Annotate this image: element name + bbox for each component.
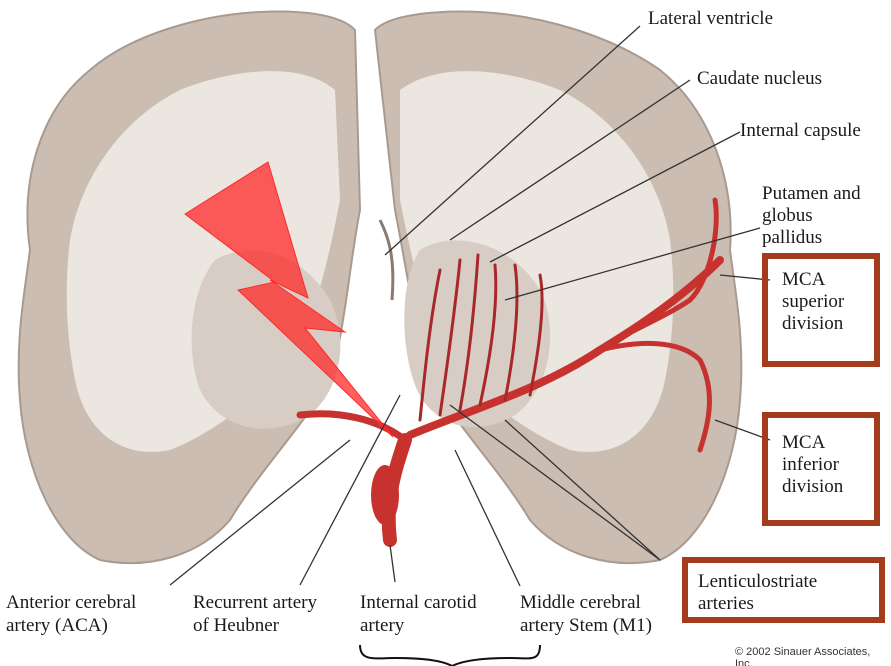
mca-inferior-line-2: inferior — [782, 454, 839, 475]
mca-superior-branch — [597, 197, 719, 353]
lenticulo-line-2: arteries — [698, 593, 754, 614]
bracket-shape — [359, 644, 541, 666]
leader-lines — [169, 25, 771, 587]
label-aca-1: Anterior cerebral — [6, 592, 137, 613]
lenticulostriate-branches — [418, 253, 544, 422]
mca-superior-line-3: division — [782, 313, 844, 334]
label-aca-2: artery (ACA) — [6, 615, 108, 636]
label-lateral-ventricle: Lateral ventricle — [648, 8, 774, 29]
right-basal-ganglia — [404, 240, 551, 428]
lightning-bolt-icon — [184, 161, 394, 438]
arteries — [296, 197, 724, 547]
lenticulo-line-1: Lenticulostriate — [698, 571, 818, 592]
label-putamen-2: globus — [762, 205, 813, 226]
lateral-ventricle-shape — [378, 219, 395, 301]
mca-inferior-division-box: MCA inferior division — [762, 412, 880, 526]
carotid-bulb — [371, 465, 399, 525]
label-m1-1: Middle cerebral — [520, 592, 641, 613]
mca-inferior-branch — [597, 341, 712, 453]
lenticulostriate-arteries-box: Lenticulostriate arteries — [682, 557, 885, 623]
label-heubner-1: Recurrent artery — [193, 592, 317, 613]
label-caudate-nucleus: Caudate nucleus — [697, 68, 823, 89]
label-ica-1: Internal carotid — [360, 592, 477, 613]
label-internal-capsule: Internal capsule — [740, 120, 861, 141]
label-putamen-1: Putamen and — [762, 183, 861, 204]
label-ica-2: artery — [360, 615, 405, 636]
label-m1-2: artery Stem (M1) — [520, 615, 652, 636]
mca-inferior-line-3: division — [782, 476, 844, 497]
anterior-cerebral-artery — [296, 410, 409, 444]
mca-superior-division-box: MCA superior division — [762, 253, 880, 367]
mca-superior-line-1: MCA — [782, 269, 826, 290]
label-putamen-3: pallidus — [762, 227, 823, 248]
left-hemisphere — [17, 10, 362, 564]
copyright-notice: © 2002 Sinauer Associates, Inc. — [735, 646, 871, 666]
label-heubner-2: of Heubner — [193, 615, 279, 636]
mca-superior-line-2: superior — [782, 291, 845, 312]
mca-inferior-line-1: MCA — [782, 432, 826, 453]
